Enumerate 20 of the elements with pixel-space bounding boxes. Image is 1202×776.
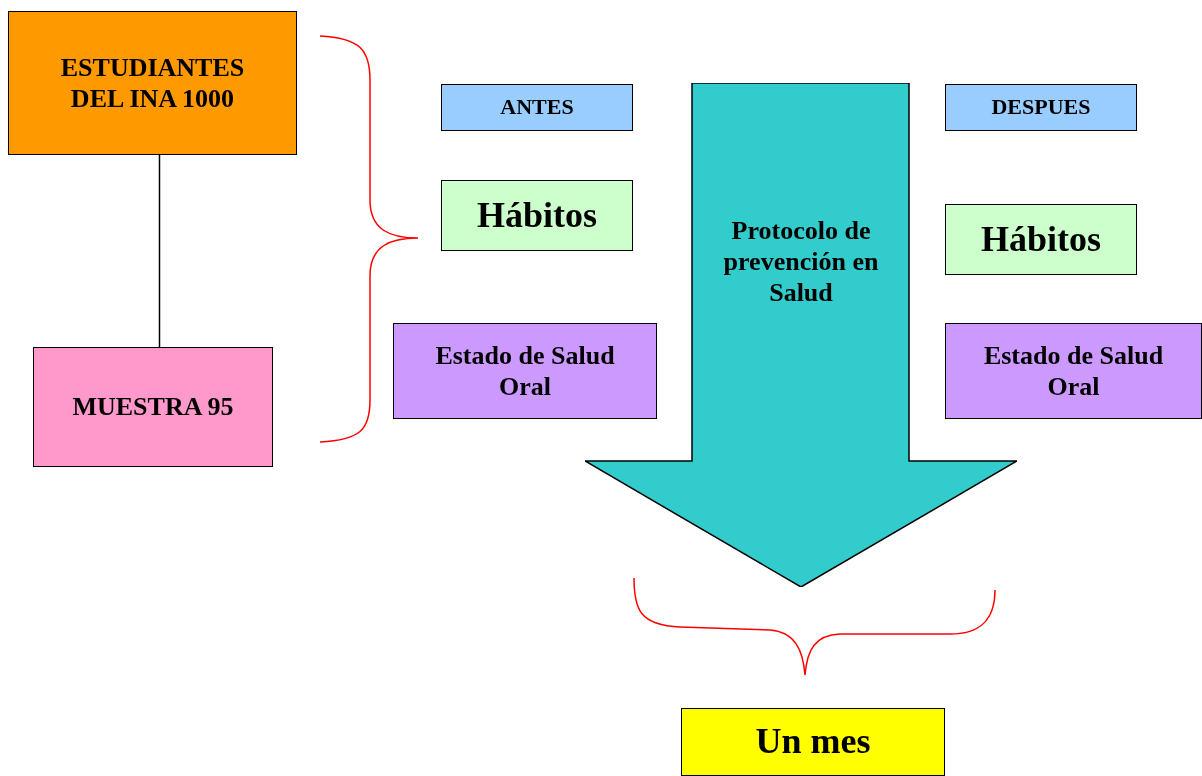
box-label: Un mes xyxy=(755,720,871,764)
box-label: MUESTRA 95 xyxy=(71,391,235,423)
box-label: Estado de Salud Oral xyxy=(983,339,1164,403)
label-box xyxy=(681,708,945,776)
arrow-label: Protocolo de prevención en Salud xyxy=(722,215,880,309)
box-label: Estado de Salud Oral xyxy=(435,339,615,403)
label-box xyxy=(945,323,1202,419)
box-label: ESTUDIANTES DEL INA 1000 xyxy=(59,51,246,115)
label-box xyxy=(945,204,1137,275)
process-box xyxy=(33,347,273,467)
process-box xyxy=(8,11,297,155)
box-label: Hábitos xyxy=(477,193,597,237)
label-box xyxy=(945,84,1137,131)
connector-line xyxy=(158,154,161,348)
box-label: ANTES xyxy=(500,94,574,121)
label-box xyxy=(393,323,657,419)
box-label: Hábitos xyxy=(981,217,1101,261)
label-box xyxy=(441,84,633,131)
box-label: DESPUES xyxy=(991,94,1091,121)
label-box xyxy=(441,180,633,251)
